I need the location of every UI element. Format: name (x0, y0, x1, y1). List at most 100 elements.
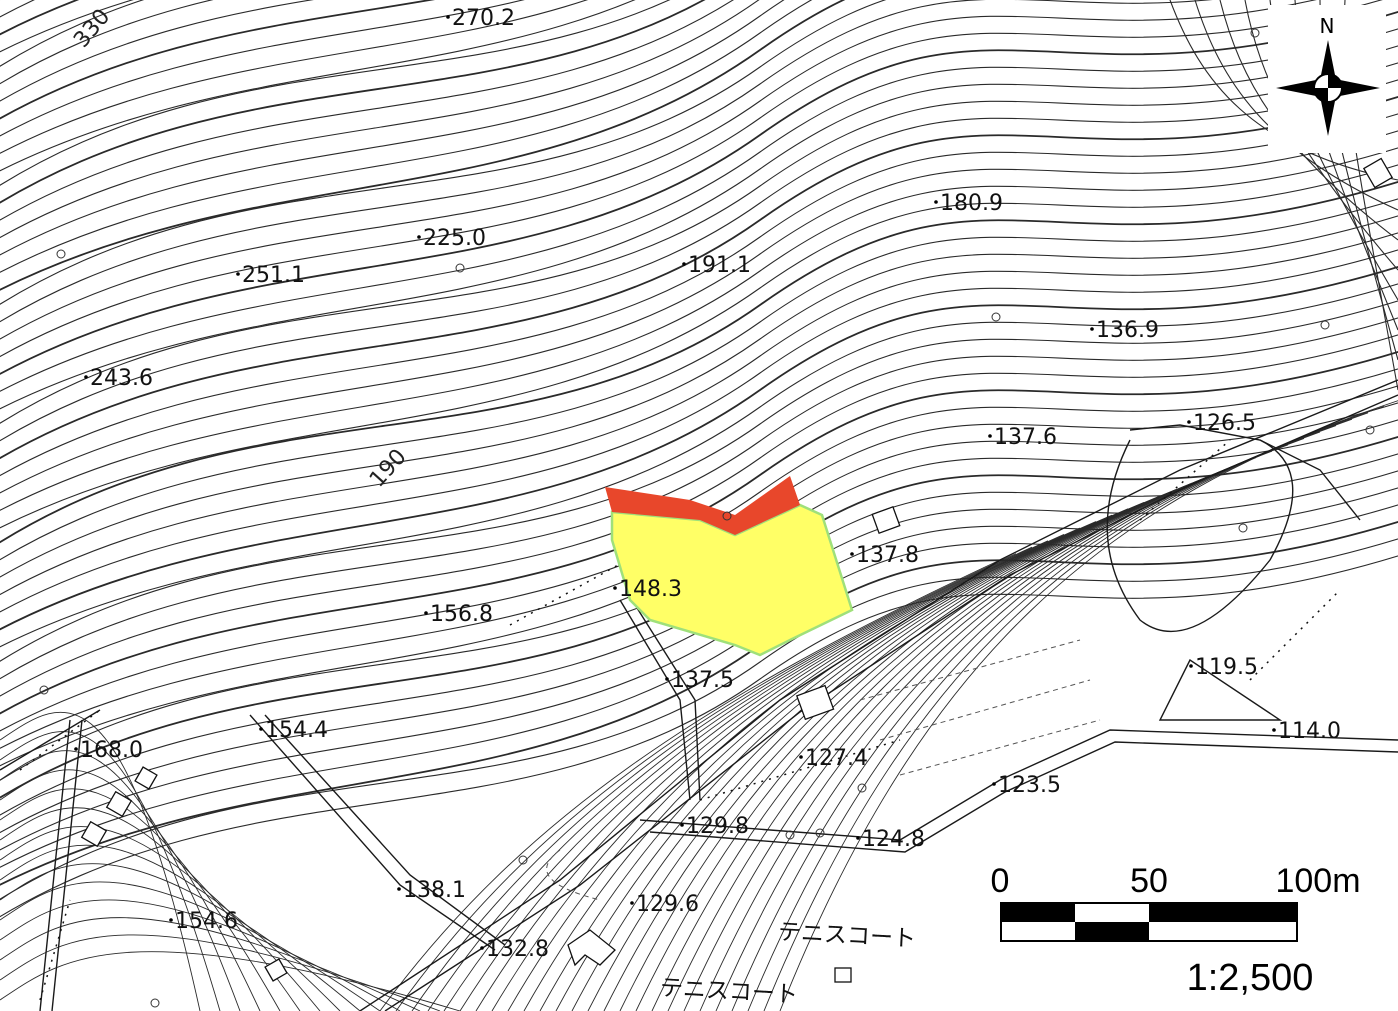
spot-height-sh-136-9: 136.9 (1090, 318, 1159, 343)
contour-line (539, 495, 1161, 1011)
spot-height-sh-129-6: 129.6 (630, 892, 699, 917)
contour-line (587, 476, 1209, 1011)
scale-bar: 0 50 100m 1:2,500 (975, 848, 1385, 1011)
contour-line (0, 750, 241, 1011)
spot-height-dot (613, 586, 617, 590)
contour-line (379, 559, 1001, 1011)
north-arrow: N (1268, 5, 1386, 153)
contour-line (0, 198, 1398, 561)
spot-height-label: 168.0 (80, 738, 143, 763)
contour-line (0, 0, 734, 221)
spot-height-sh-225-0: 225.0 (417, 226, 486, 251)
contour-line (0, 164, 1398, 529)
spot-height-label: 127.4 (805, 746, 868, 771)
spot-height-label: 191.1 (688, 253, 751, 278)
contour-line (0, 555, 1398, 918)
spot-height-label: 270.2 (452, 6, 515, 31)
contour-line (619, 463, 1241, 1011)
contour-line (667, 444, 1289, 1011)
spot-height-dot (850, 552, 854, 556)
contour-line (0, 0, 314, 102)
contour-line (0, 232, 1398, 596)
spot-height-sh-114-0: 114.0 (1272, 719, 1341, 744)
spot-height-sh-270-2: 270.2 (446, 6, 515, 31)
contour-line (0, 0, 706, 204)
spot-height-dot (934, 200, 938, 204)
contour-line (0, 249, 1398, 613)
spot-height-sh-180-9: 180.9 (934, 191, 1003, 216)
red-zone (605, 476, 800, 535)
spot-height-label: 124.8 (862, 827, 925, 852)
spot-height-label: 180.9 (940, 191, 1003, 216)
contour-line (0, 95, 1398, 460)
spot-height-dot (397, 887, 401, 891)
spot-height-sh-191-1: 191.1 (682, 253, 751, 278)
spot-height-dot (856, 836, 860, 840)
spot-height-sh-148-3: 148.3 (613, 577, 682, 602)
contour-line (0, 788, 281, 1011)
contour-line (395, 553, 1017, 1011)
spot-height-dot (988, 434, 992, 438)
contour-line (0, 350, 1398, 715)
contour-line (0, 0, 1383, 358)
scale-ratio: 1:2,500 (1187, 957, 1314, 999)
contour-line (0, 0, 671, 186)
scale-tick-0: 0 (991, 862, 1010, 900)
spot-height-sh-126-5: 126.5 (1187, 411, 1256, 436)
contour-line (0, 283, 1398, 648)
spot-height-sh-154-4: 154.4 (259, 718, 328, 743)
spot-height-sh-156-8: 156.8 (424, 602, 493, 627)
contour-line (475, 521, 1097, 1011)
contour-line (0, 807, 301, 1011)
contour-line (0, 45, 1398, 410)
spot-height-label: 137.5 (671, 668, 734, 693)
contour-line (0, 28, 1398, 393)
contour-line (0, 317, 1398, 680)
contour-line (0, 334, 1398, 697)
spot-height-label: 137.6 (994, 425, 1057, 450)
spot-height-label: 138.1 (403, 878, 466, 903)
spot-height-dot (480, 946, 484, 950)
spot-height-dot (84, 375, 88, 379)
contour-line (0, 215, 1398, 578)
contour-line (443, 533, 1065, 1011)
contour-line (0, 0, 436, 120)
contour-line (0, 0, 760, 239)
scale-tick-50: 50 (1130, 862, 1168, 900)
spot-height-label: 136.9 (1096, 318, 1159, 343)
contour-line (507, 508, 1129, 1011)
roads (0, 379, 1398, 1011)
spot-height-sh-127-4: 127.4 (799, 746, 868, 771)
contour-line (0, 147, 1398, 512)
spot-height-sh-154-6: 154.6 (169, 909, 238, 934)
spot-height-sh-138-1: 138.1 (397, 878, 466, 903)
contour-line (0, 538, 1398, 900)
spot-height-label: 129.6 (636, 892, 699, 917)
land-use-symbols (39, 28, 1375, 1008)
contour-line (0, 731, 221, 1011)
contour-line (635, 457, 1257, 1011)
spot-height-dot (259, 727, 263, 731)
contour-line (0, 951, 461, 1011)
spot-height-dot (682, 262, 686, 266)
spot-height-dot (665, 677, 669, 681)
contour-line (0, 899, 401, 1011)
spot-height-label: 225.0 (423, 226, 486, 251)
spot-height-label: 243.6 (90, 366, 153, 391)
north-arrow-label: N (1320, 14, 1335, 38)
contour-line (0, 917, 421, 1011)
scale-tick-100m: 100m (1275, 862, 1360, 900)
contour-line (0, 769, 261, 1011)
spot-height-dot (1187, 420, 1191, 424)
spot-height-dot (424, 611, 428, 615)
spot-height-dot (680, 823, 684, 827)
contour-line (0, 265, 1398, 631)
highlight-zones (605, 476, 854, 657)
contour-line (0, 0, 846, 291)
spot-height-label: 137.8 (856, 543, 919, 568)
contour-line (523, 501, 1145, 1011)
contour-line (0, 0, 1317, 340)
spot-height-label: 156.8 (430, 602, 493, 627)
